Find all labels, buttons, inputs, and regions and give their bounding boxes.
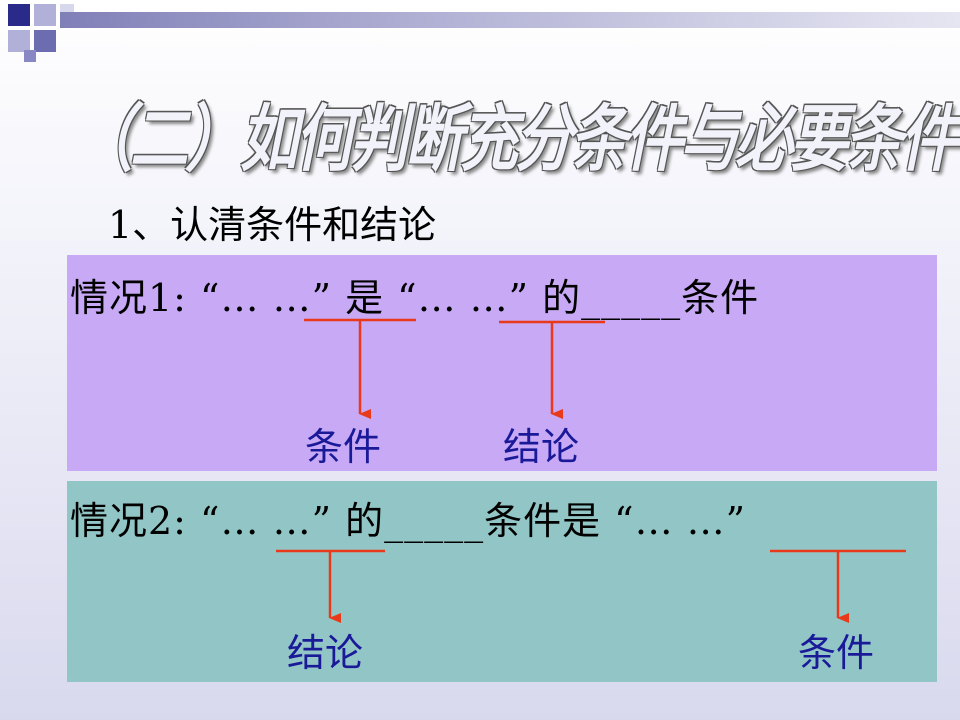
case1-statement: 情况1: “… …” 是 “… …” 的_____条件 — [70, 276, 760, 320]
decor-square — [34, 4, 56, 26]
header-bar — [60, 12, 960, 28]
case1-label-conclusion: 结论 — [503, 425, 580, 469]
decor-square — [8, 4, 30, 26]
case2-label-conclusion: 结论 — [287, 631, 364, 675]
decor-square — [8, 30, 30, 52]
decor-square — [34, 30, 56, 52]
case2-panel — [67, 481, 937, 682]
decor-square — [24, 50, 36, 62]
slide-title: （二）如何判断充分条件与必要条件 — [75, 96, 958, 182]
case1-panel — [67, 255, 937, 471]
case2-label-condition: 条件 — [798, 631, 875, 675]
case1-label-condition: 条件 — [305, 425, 382, 469]
case2-statement: 情况2: “… …” 的_____条件是 “… …” — [70, 499, 747, 543]
slide-subtitle: 1、认清条件和结论 — [108, 203, 437, 247]
